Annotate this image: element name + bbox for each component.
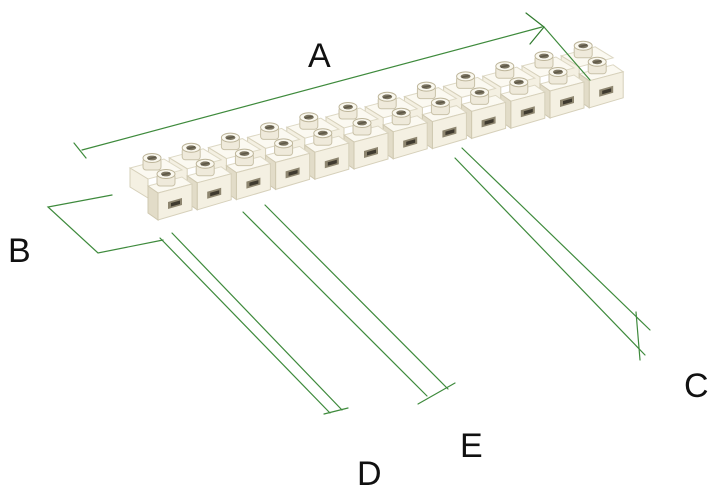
front-screw-slot (514, 80, 523, 84)
front-screw-slot (593, 60, 602, 64)
wire-hole (406, 139, 416, 146)
wire-hole (367, 149, 376, 156)
dimension-b-bracket (46, 194, 164, 254)
label-d: D (357, 455, 382, 490)
terminal-front-side (147, 185, 159, 221)
dimension-c (454, 147, 651, 361)
wire-hole (327, 159, 337, 166)
wire-hole (210, 190, 220, 197)
screw-terminal-icon (403, 81, 468, 150)
front-screw-slot (357, 121, 367, 125)
dimension-d-extension-2 (171, 232, 343, 411)
dimension-e-extension-2 (264, 204, 449, 390)
rear-screw-slot (500, 64, 509, 68)
wire-hole (602, 88, 612, 95)
wire-hole (563, 98, 572, 105)
rear-screw-slot (304, 115, 313, 119)
rear-screw-slot (226, 135, 235, 140)
rear-screw-slot (579, 44, 588, 48)
label-b: B (8, 232, 31, 270)
wire-hole (484, 118, 494, 125)
wire-hole (445, 129, 455, 136)
dimension-d-extension-1 (159, 237, 331, 414)
front-screw-slot (161, 172, 171, 176)
front-screw-slot (240, 151, 249, 156)
rear-screw-slot (539, 54, 549, 58)
wire-hole (288, 169, 298, 176)
front-screw-slot (201, 162, 210, 166)
screw-terminal-icon (128, 153, 194, 221)
dimension-e-extension-1 (242, 211, 428, 397)
wire-hole (523, 108, 533, 115)
dimension-e-tick (417, 382, 456, 405)
front-screw-slot (553, 70, 563, 74)
rear-screw-slot (422, 84, 431, 89)
dimension-a-left-extension (73, 142, 87, 159)
rear-screw-slot (265, 125, 274, 130)
label-a: A (308, 37, 331, 75)
front-screw-slot (475, 90, 484, 95)
dimension-b (46, 194, 164, 254)
front-screw-slot (397, 111, 406, 115)
dimension-a-right-extension (543, 26, 591, 81)
dimension-a-arrow-line (81, 26, 543, 151)
front-screw-slot (436, 100, 445, 105)
dimension-a (73, 12, 591, 159)
dimension-c-extension-1 (461, 147, 651, 331)
dimension-c-tick (635, 311, 641, 361)
front-screw-slot (318, 131, 327, 135)
dimension-e (242, 204, 456, 405)
label-c: C (684, 367, 709, 405)
front-screw-slot (279, 141, 288, 146)
dimension-c-extension-2 (454, 157, 646, 356)
terminal-strip (128, 40, 625, 221)
rear-screw-slot (343, 105, 353, 109)
rear-screw-slot (383, 95, 392, 99)
rear-screw-slot (461, 74, 470, 79)
dimension-d-tick (323, 407, 349, 415)
dimension-d (159, 232, 349, 415)
rear-screw-slot (187, 146, 196, 150)
wire-hole (171, 200, 180, 207)
rear-screw-slot (147, 156, 157, 160)
label-e: E (460, 427, 483, 465)
wire-hole (249, 180, 259, 187)
